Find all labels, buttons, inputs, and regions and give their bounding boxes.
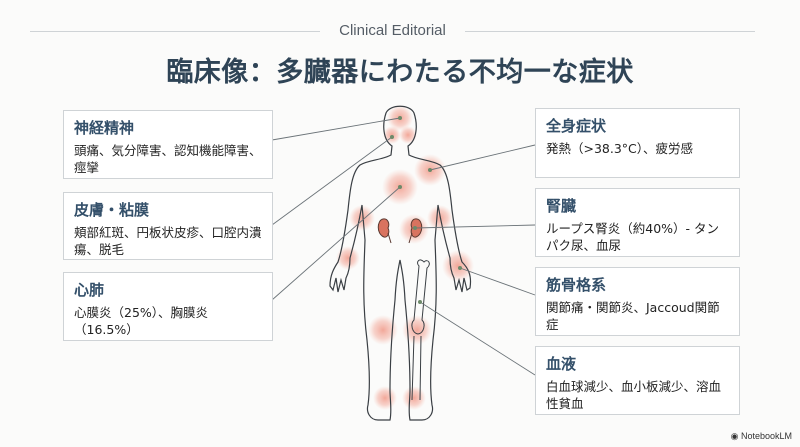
eyebrow-label: Clinical Editorial xyxy=(339,22,446,39)
card-title: 腎臓 xyxy=(546,197,577,215)
card-text: 関節痛・関節炎、Jaccoud関節症 xyxy=(546,300,720,332)
card-hematologic: 血液 白血球減少、血小板減少、溶血性貧血 xyxy=(535,346,740,415)
card-skin-mucosa: 皮膚・粘膜 頬部紅斑、円板状皮疹、口腔内潰瘍、脱毛 xyxy=(63,192,273,260)
bone-icon xyxy=(411,259,430,401)
divider xyxy=(30,31,320,32)
card-text: 心膜炎（25%）、胸膜炎（16.5%） xyxy=(74,305,209,337)
card-text: 頬部紅斑、円板状皮疹、口腔内潰瘍、脱毛 xyxy=(74,225,262,257)
inflammation-spots xyxy=(336,105,474,410)
card-title: 皮膚・粘膜 xyxy=(74,201,150,219)
card-text: 頭痛、気分障害、認知機能障害、痙攣 xyxy=(74,143,262,175)
card-musculoskeletal: 筋骨格系 関節痛・関節炎、Jaccoud関節症 xyxy=(535,267,740,336)
card-renal: 腎臓 ループス腎炎（約40%）- タンパク尿、血尿 xyxy=(535,188,740,257)
page-title: 臨床像：多臓器にわたる不均一な症状 xyxy=(166,57,634,88)
card-cardiopulmonary: 心肺 心膜炎（25%）、胸膜炎（16.5%） xyxy=(63,272,273,341)
card-neuropsychiatric: 神経精神 頭痛、気分障害、認知機能障害、痙攣 xyxy=(63,110,273,179)
card-text: ループス腎炎（約40%）- タンパク尿、血尿 xyxy=(546,221,720,253)
eyebrow-header: Clinical Editorial xyxy=(30,21,755,41)
divider xyxy=(465,31,755,32)
card-title: 神経精神 xyxy=(74,119,135,137)
card-title: 筋骨格系 xyxy=(546,276,607,294)
card-title: 全身症状 xyxy=(546,117,607,135)
brand-logo: ◉ NotebookLM xyxy=(730,431,792,441)
connector-lines xyxy=(271,117,536,376)
card-text: 発熱（>38.3°C）、疲労感 xyxy=(546,141,694,156)
card-text: 白血球減少、血小板減少、溶血性貧血 xyxy=(546,379,722,411)
card-title: 心肺 xyxy=(74,281,105,299)
card-title: 血液 xyxy=(546,355,577,373)
card-systemic: 全身症状 発熱（>38.3°C）、疲労感 xyxy=(535,108,740,178)
connector-dots xyxy=(390,116,462,304)
brand-name: NotebookLM xyxy=(740,431,792,441)
body-outline xyxy=(329,105,472,421)
